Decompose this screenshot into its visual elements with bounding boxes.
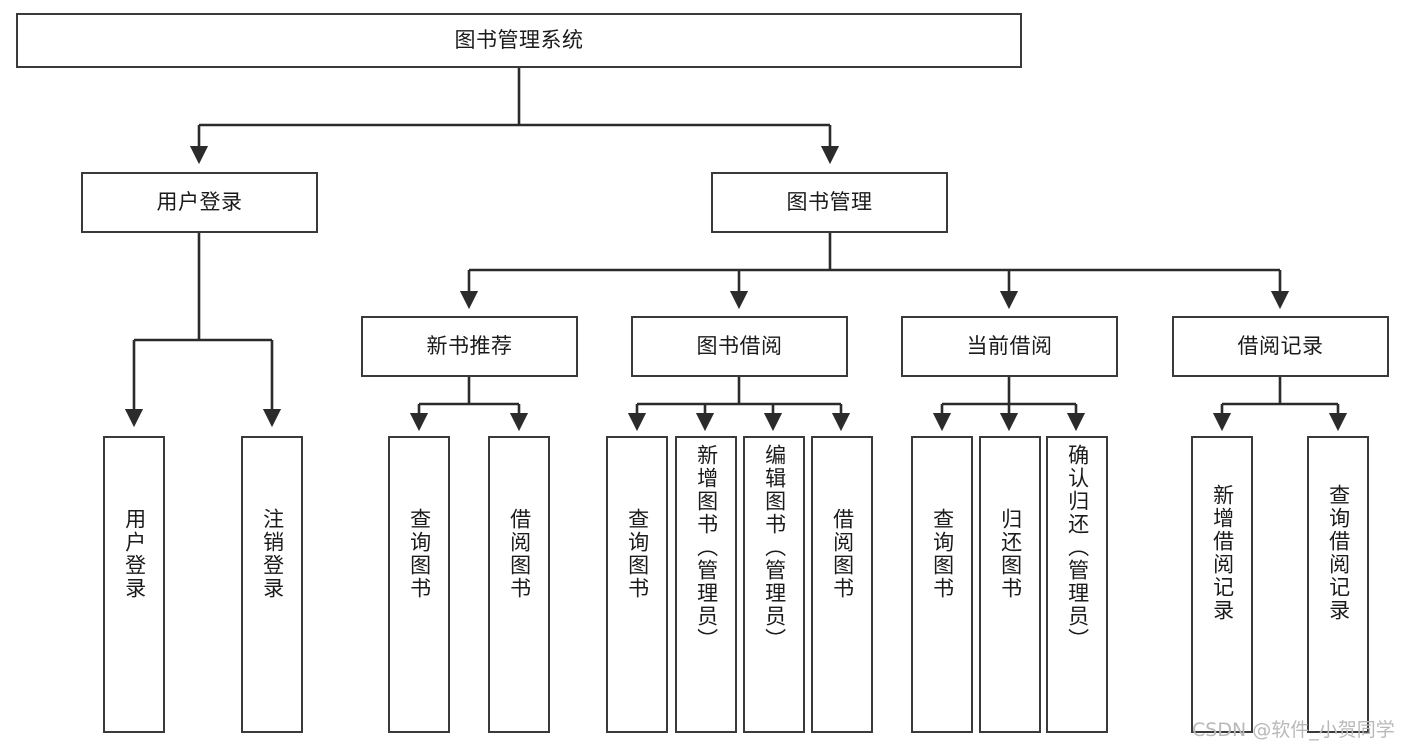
leaf-borrow-book-2[interactable]: 借阅图书 xyxy=(811,436,873,733)
node-current-borrow[interactable]: 当前借阅 xyxy=(901,316,1118,377)
node-user-login-label: 用户登录 xyxy=(156,190,243,215)
leaf-confirm-return-label: 确认归还（管理员） xyxy=(1065,444,1090,651)
leaf-return-book-label: 归还图书 xyxy=(998,508,1023,600)
node-user-login[interactable]: 用户登录 xyxy=(81,172,318,233)
leaf-user-login[interactable]: 用户登录 xyxy=(103,436,165,733)
node-borrow-record-label: 借阅记录 xyxy=(1237,334,1324,359)
leaf-query-book-1[interactable]: 查询图书 xyxy=(388,436,450,733)
leaf-add-book-label: 新增图书（管理员） xyxy=(694,444,719,651)
node-root-label: 图书管理系统 xyxy=(454,28,584,53)
leaf-query-book-3[interactable]: 查询图书 xyxy=(911,436,973,733)
leaf-query-book-3-label: 查询图书 xyxy=(930,508,955,600)
node-book-borrow-label: 图书借阅 xyxy=(696,334,783,359)
node-current-borrow-label: 当前借阅 xyxy=(966,334,1053,359)
node-book-manage[interactable]: 图书管理 xyxy=(711,172,948,233)
leaf-query-book-2-label: 查询图书 xyxy=(625,508,650,600)
csdn-watermark: CSDN @软件_小贺同学 xyxy=(1192,719,1395,741)
node-new-book-recommend[interactable]: 新书推荐 xyxy=(361,316,578,377)
leaf-query-book-1-label: 查询图书 xyxy=(407,508,432,600)
leaf-return-book[interactable]: 归还图书 xyxy=(979,436,1041,733)
leaf-confirm-return[interactable]: 确认归还（管理员） xyxy=(1046,436,1108,733)
leaf-edit-book-label: 编辑图书（管理员） xyxy=(762,444,787,651)
node-new-book-recommend-label: 新书推荐 xyxy=(426,334,513,359)
leaf-query-record[interactable]: 查询借阅记录 xyxy=(1307,436,1369,733)
leaf-add-book[interactable]: 新增图书（管理员） xyxy=(675,436,737,733)
node-book-manage-label: 图书管理 xyxy=(786,190,873,215)
leaf-logout-login[interactable]: 注销登录 xyxy=(241,436,303,733)
leaf-edit-book[interactable]: 编辑图书（管理员） xyxy=(743,436,805,733)
leaf-borrow-book-1[interactable]: 借阅图书 xyxy=(488,436,550,733)
leaf-borrow-book-1-label: 借阅图书 xyxy=(507,508,532,600)
node-book-borrow[interactable]: 图书借阅 xyxy=(631,316,848,377)
leaf-query-record-label: 查询借阅记录 xyxy=(1326,484,1351,622)
leaf-query-book-2[interactable]: 查询图书 xyxy=(606,436,668,733)
leaf-add-record-label: 新增借阅记录 xyxy=(1210,484,1235,622)
node-borrow-record[interactable]: 借阅记录 xyxy=(1172,316,1389,377)
leaf-logout-login-label: 注销登录 xyxy=(260,508,285,600)
node-root[interactable]: 图书管理系统 xyxy=(16,13,1022,68)
leaf-borrow-book-2-label: 借阅图书 xyxy=(830,508,855,600)
leaf-user-login-label: 用户登录 xyxy=(122,508,147,600)
leaf-add-record[interactable]: 新增借阅记录 xyxy=(1191,436,1253,733)
